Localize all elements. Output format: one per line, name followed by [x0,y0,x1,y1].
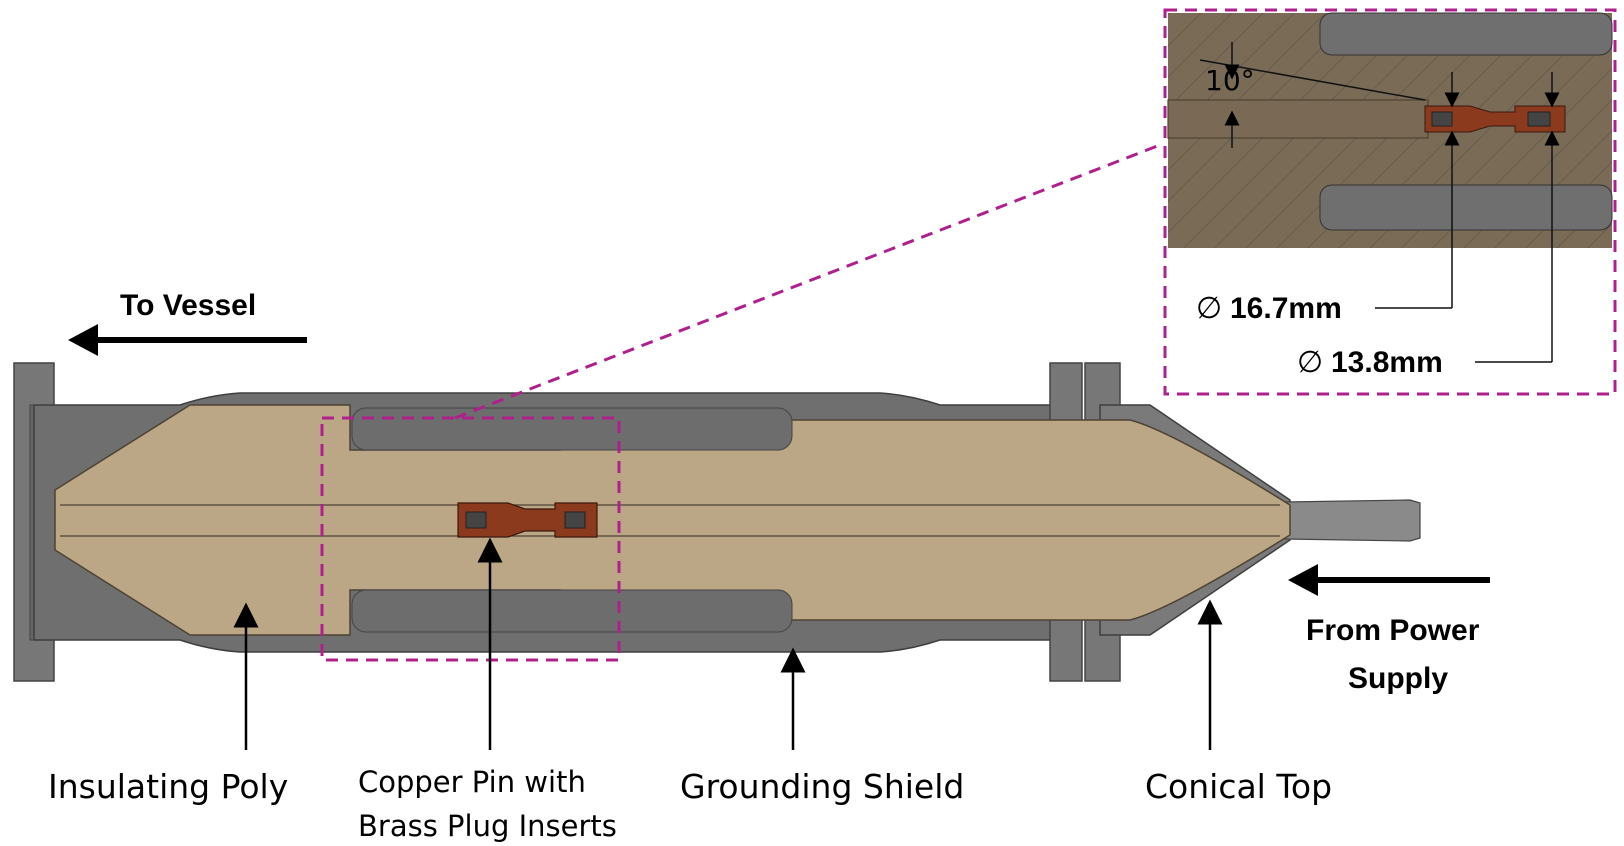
label-copper-pin-2: Brass Plug Inserts [358,809,617,843]
label-grounding-shield: Grounding Shield [680,767,964,806]
from-power-arrow-icon [1288,564,1318,596]
to-vessel-arrow-icon [68,324,98,356]
from-power-group: From Power Supply [1288,564,1490,695]
dimension-symbol-1: ∅ [1196,291,1222,326]
detail-inset: 10° ∅ 16.7mm ∅ 13.8mm [1163,8,1617,396]
label-copper-pin-1: Copper Pin with [358,765,586,799]
from-power-label-2: Supply [1348,662,1448,695]
dimension-label-16-7: 16.7mm [1230,292,1342,325]
to-vessel-label: To Vessel [120,289,256,322]
cable [1284,499,1421,542]
lower-cavity [351,589,793,633]
zoom-region-box [320,416,621,662]
label-conical-top: Conical Top [1145,767,1332,806]
from-power-label-1: From Power [1306,614,1480,647]
angle-label: 10° [1205,64,1255,97]
dimension-symbol-2: ∅ [1297,345,1323,380]
copper-pin [457,502,598,538]
upper-cavity [351,407,793,451]
zoom-connector-line [454,143,1161,420]
insulating-poly [54,404,1291,636]
callouts: Insulating Poly Copper Pin with Brass Pl… [48,537,1332,843]
to-vessel-group: To Vessel [68,289,307,356]
dimension-label-13-8: 13.8mm [1331,346,1443,379]
main-assembly [13,143,1421,682]
label-insulating-poly: Insulating Poly [48,767,288,806]
